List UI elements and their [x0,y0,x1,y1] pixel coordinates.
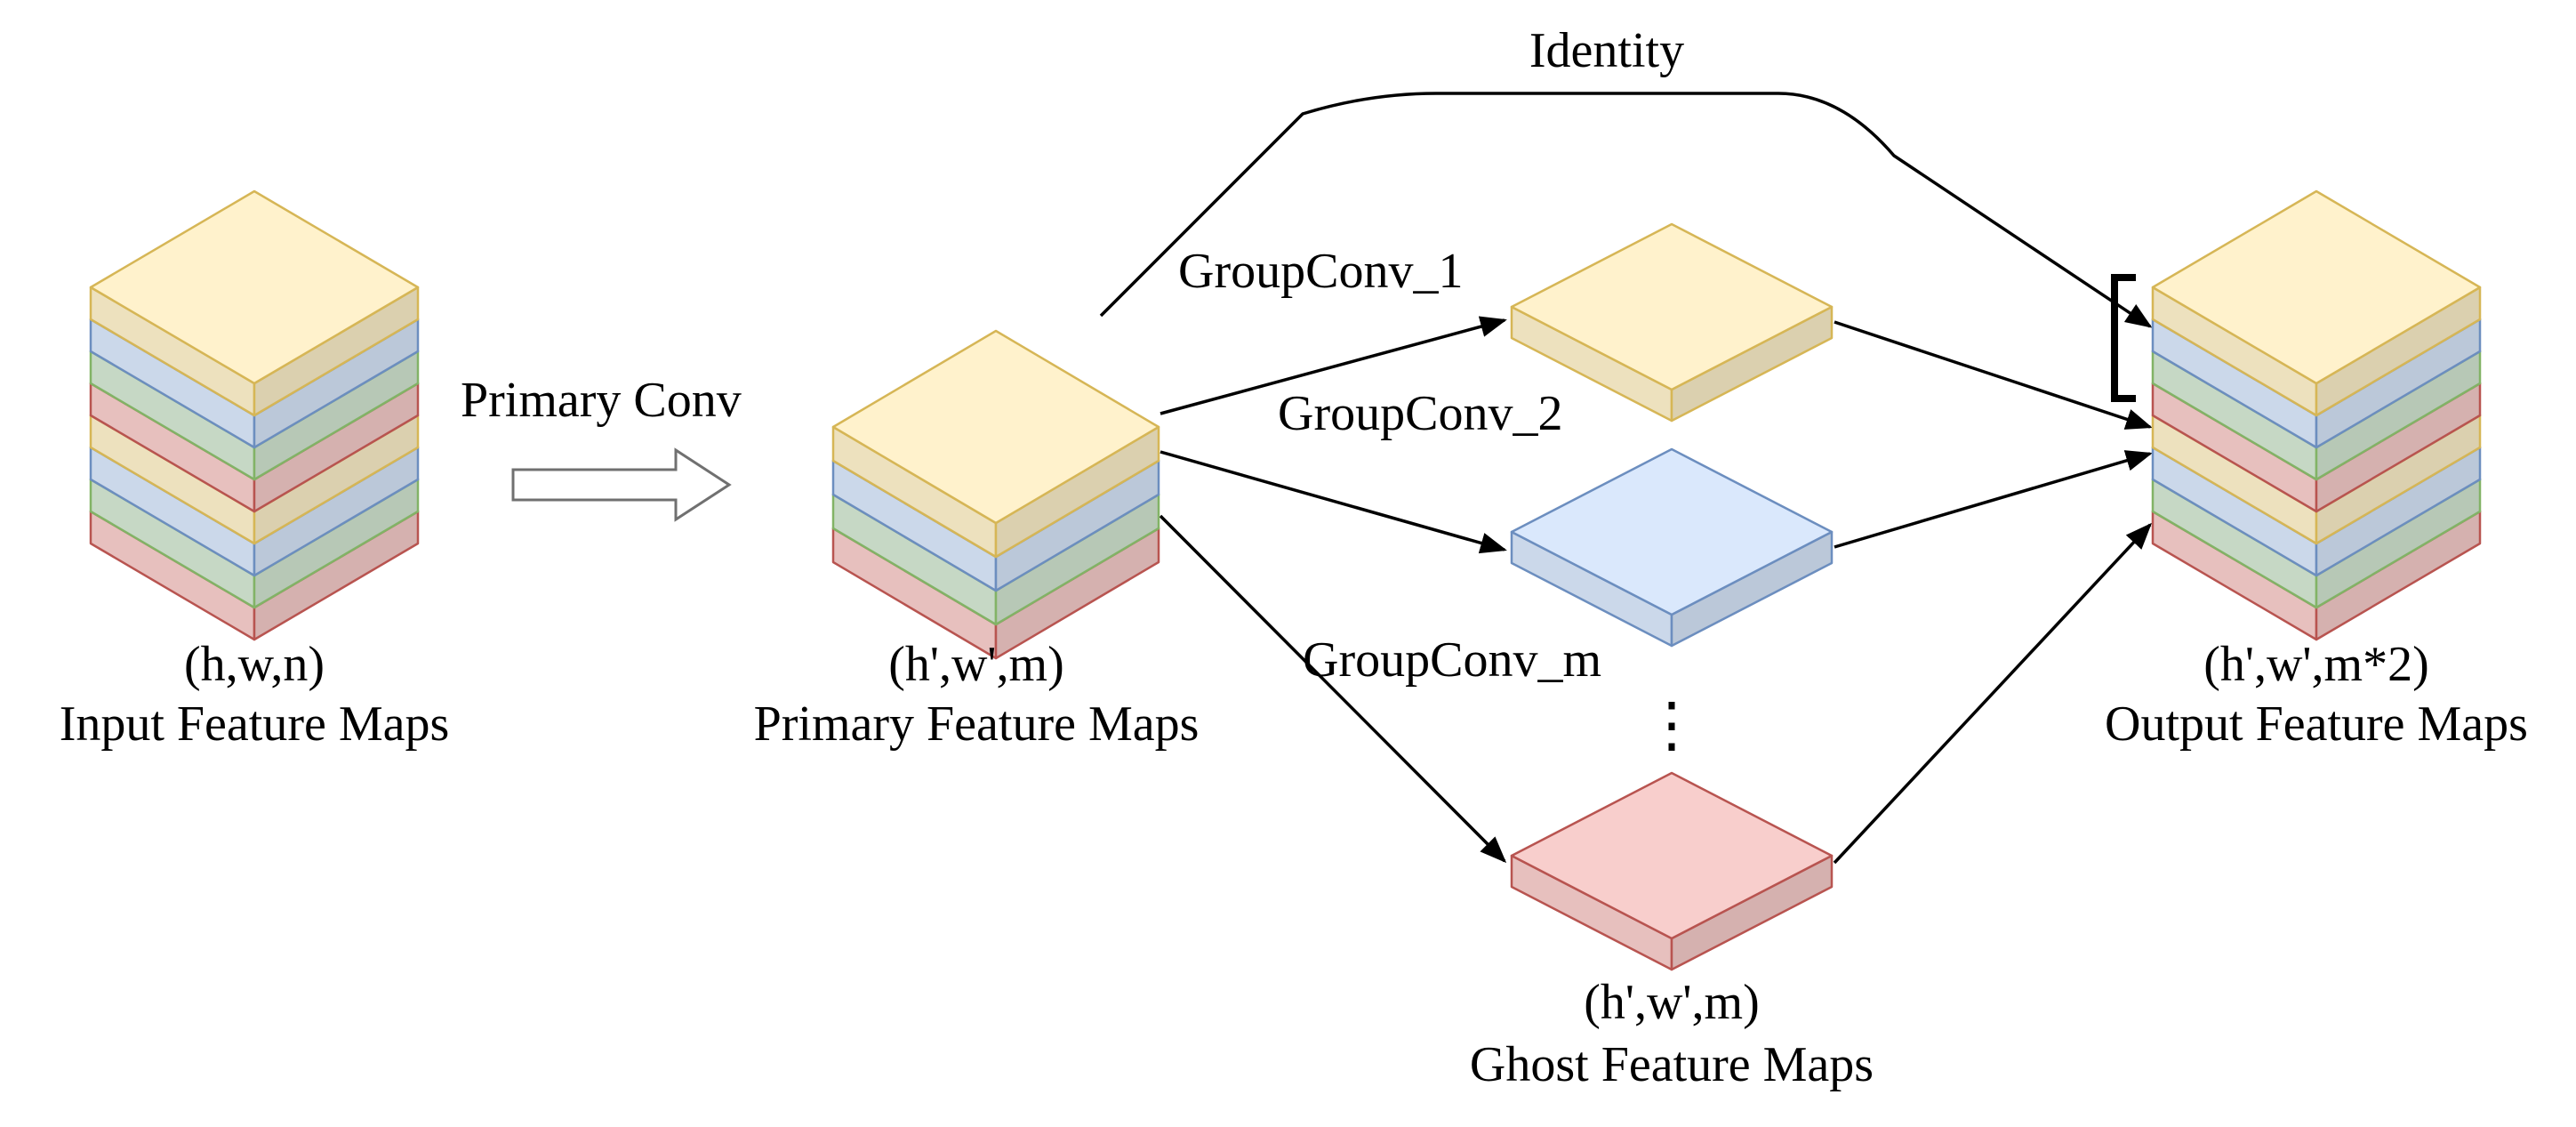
ghost-1-to-output-arrow [1834,320,2153,430]
input-feature-maps-stack [89,189,420,641]
groupconv-1-arrow [1160,316,1507,415]
ghost-2-to-output-arrow [1834,450,2153,549]
ghost-map-1 [1510,222,1834,423]
feature-map-layer [1510,222,1834,423]
ghost-map-m [1510,771,1834,971]
feature-map-layer [89,189,420,417]
input-title: Input Feature Maps [60,696,450,752]
ghost-dims: (h',w',m) [1584,975,1759,1030]
ghost-ellipsis: ⋮ [1641,691,1702,759]
identity-arrow [1099,92,2153,328]
ghost-map-2 [1510,447,1834,648]
layer-1-top-face [1510,447,1834,616]
groupconv-2-arrow [1160,450,1507,554]
primary-conv-arrow [511,447,732,522]
ghost-title: Ghost Feature Maps [1470,1037,1874,1092]
output-feature-maps-stack [2151,189,2482,641]
layer-1-top-face [89,189,420,385]
output-title: Output Feature Maps [2105,696,2528,752]
feature-map-layer [831,329,1160,559]
layer-1-top-face [1510,222,1834,391]
groupconv-m-label: GroupConv_m [1303,632,1601,688]
output-bracket [2111,274,2136,402]
layer-1-top-face [2151,189,2482,385]
primary-feature-maps-stack [831,329,1160,660]
connector-arrows [511,92,2153,865]
identity-label: Identity [1529,23,1684,78]
output-dims: (h',w',m*2) [2203,637,2428,692]
groupconv-2-label: GroupConv_2 [1278,386,1562,441]
groupconv-m-arrow [1159,514,1507,864]
primary-title: Primary Feature Maps [754,696,1200,752]
feature-map-layer [1510,771,1834,971]
layer-1-top-face [1510,771,1834,940]
ghost-m-to-output-arrow [1833,522,2153,865]
input-dims: (h,w,n) [184,637,325,692]
primary-dims: (h',w',m) [888,637,1063,692]
primary-conv-label: Primary Conv [461,373,742,428]
feature-map-layer [1510,447,1834,648]
feature-map-layer [2151,189,2482,417]
layer-1-top-face [831,329,1160,525]
groupconv-1-label: GroupConv_1 [1178,244,1463,299]
